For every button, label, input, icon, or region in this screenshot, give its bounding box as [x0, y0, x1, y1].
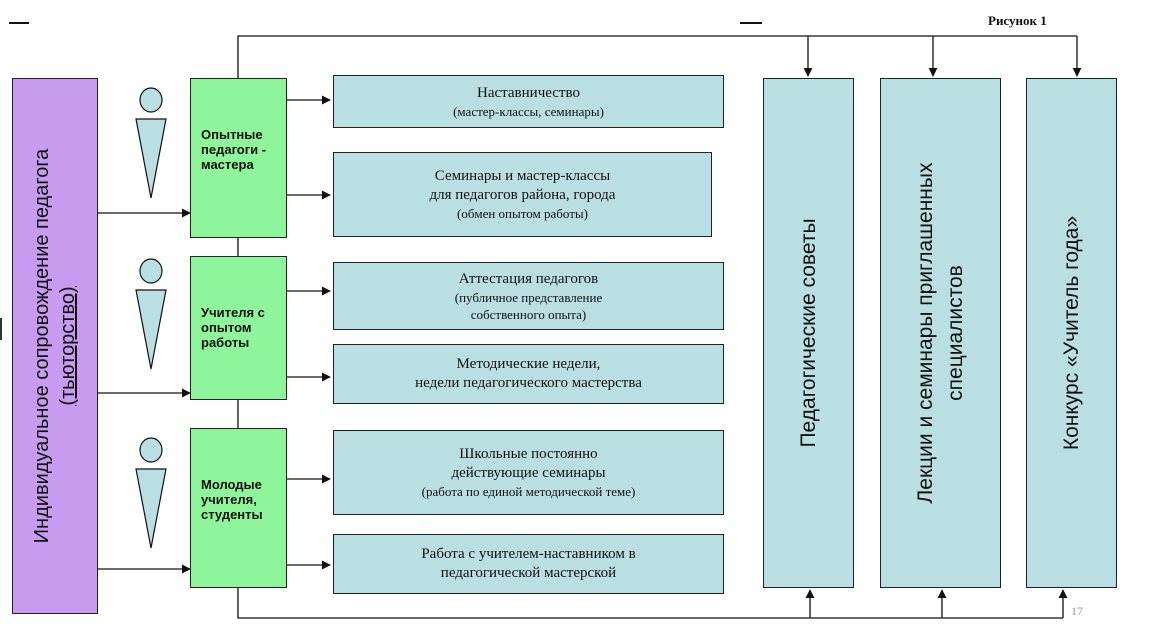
activity-title: для педагогов района, города [429, 187, 616, 203]
top-bus-line [237, 35, 1077, 78]
tutoring-bar: Индивидуальное сопровождение педагога (т… [12, 78, 98, 614]
bottom-bus-line [237, 588, 1063, 619]
group-box-experienced-masters: Опытные педагоги - мастера [190, 78, 287, 238]
group-box-young-teachers: Молодые учителя, студенты [190, 428, 287, 588]
activity-methodical-weeks: Методические недели, недели педагогическ… [333, 344, 724, 404]
activity-detail: собственного опыта) [470, 306, 587, 322]
activity-attestation: Аттестация педагогов (публичное представ… [333, 262, 724, 330]
column-text: Конкурс «Учитель года» [1059, 216, 1085, 450]
group-label-line: Молодые [201, 477, 262, 492]
activity-mentor-workshop: Работа с учителем-наставником в педагоги… [333, 534, 724, 594]
person-icon [135, 258, 167, 370]
column-title: специалистов [943, 265, 967, 401]
activity-title: недели педагогического мастерства [415, 375, 642, 391]
activity-detail: (публичное представление [454, 289, 603, 305]
group-label-line: Опытные [201, 127, 263, 142]
group-label-line: работы [201, 335, 250, 350]
column-title: Конкурс «Учитель года» [1059, 215, 1083, 451]
left-edge-tick [0, 318, 2, 340]
group-label-line: опытом [201, 320, 252, 335]
tutoring-bar-subtitle: (тьюторство) [57, 286, 79, 406]
group-box-experienced-teachers: Учителя с опытом работы [190, 256, 287, 400]
activity-title: Семинары и мастер-классы [434, 168, 611, 184]
column-teacher-of-year: Конкурс «Учитель года» [1026, 78, 1117, 588]
column-text: Педагогические советы [796, 218, 822, 447]
activity-title: педагогической мастерской [440, 565, 617, 581]
top-left-rule [9, 22, 29, 24]
tutoring-bar-text: Индивидуальное сопровождение педагога (т… [29, 149, 81, 544]
activity-title: Наставничество [477, 84, 580, 101]
top-middle-rule [740, 22, 762, 24]
column-title: Педагогические советы [796, 218, 820, 448]
column-title: Лекции и семинары приглашенных [913, 162, 937, 504]
activity-school-seminars: Школьные постоянно действующие семинары … [333, 430, 724, 515]
group-label-line: студенты [201, 507, 263, 522]
group-label-line: Учителя с [201, 305, 265, 320]
activity-title: Аттестация педагогов [458, 270, 599, 287]
person-icon [135, 87, 167, 199]
group-label: Опытные педагоги - мастера [201, 127, 266, 172]
activity-seminars-masterclasses: Семинары и мастер-классы для педагогов р… [333, 152, 712, 237]
activity-title: Методические недели, [456, 356, 601, 372]
figure-label: Рисунок 1 [988, 13, 1047, 28]
activity-title: Работа с учителем-наставником в [421, 546, 636, 562]
activity-title: Школьные постоянно [459, 446, 598, 462]
activity-title: действующие семинары [451, 465, 606, 481]
activity-mentoring: Наставничество (мастер-классы, семинары) [333, 75, 724, 128]
activity-detail: (работа по единой методической теме) [421, 484, 636, 499]
activity-detail: (мастер-классы, семинары) [453, 103, 604, 119]
group-label-line: мастера [201, 157, 254, 172]
column-text: Лекции и семинары приглашенных специалис… [911, 163, 971, 504]
column-pedagogical-councils: Педагогические советы [763, 78, 854, 588]
column-guest-lectures: Лекции и семинары приглашенных специалис… [880, 78, 1001, 588]
group-label-line: учителя, [201, 492, 257, 507]
group-label: Молодые учителя, студенты [201, 477, 263, 522]
page-number: 17 [1071, 604, 1083, 618]
activity-detail: (обмен опытом работы) [457, 206, 588, 221]
group-label: Учителя с опытом работы [201, 305, 265, 350]
tutoring-bar-title: Индивидуальное сопровождение педагога [31, 148, 53, 544]
person-icon [135, 437, 167, 549]
group-label-line: педагоги - [201, 142, 267, 157]
